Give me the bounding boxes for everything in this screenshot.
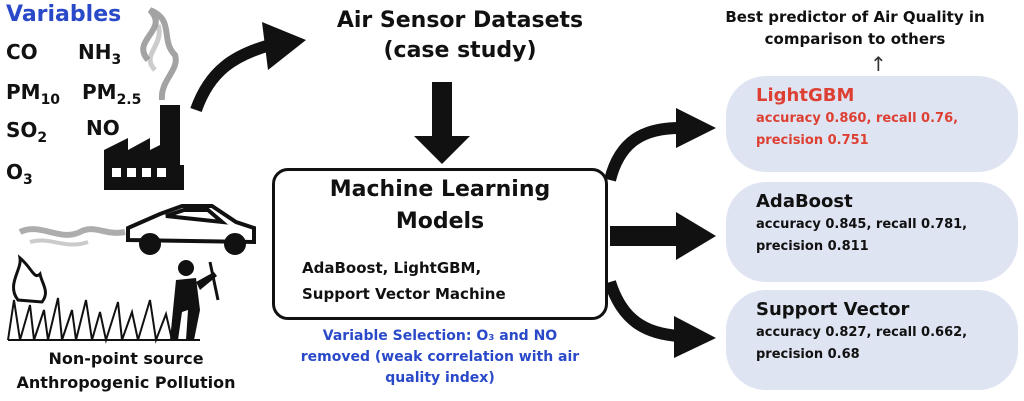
var-so2: SO2 <box>6 118 47 146</box>
best-line1: Best predictor of Air Quality in <box>725 8 985 26</box>
arrow-icon <box>604 122 681 182</box>
var-o3: O3 <box>6 160 33 188</box>
up-arrow-icon: ↑ <box>870 52 887 76</box>
farmer-icon <box>170 260 220 340</box>
ml-models-line1: AdaBoost, LightGBM, <box>302 259 482 277</box>
var-o3-base: O <box>6 160 24 184</box>
result-metrics-line1: accuracy 0.845, recall 0.781, <box>756 217 968 232</box>
var-nh3-sub: 3 <box>111 52 122 68</box>
vs-line2: removed (weak correlation with air <box>300 349 580 365</box>
best-predictor-caption: Best predictor of Air Quality in compari… <box>690 6 1020 50</box>
var-co: CO <box>6 40 38 64</box>
datasets-title: Air Sensor Datasets (case study) <box>260 6 660 66</box>
var-pm25-sub: 2.5 <box>116 92 142 108</box>
result-metrics-line1: accuracy 0.860, recall 0.76, <box>756 111 959 126</box>
best-line2: comparison to others <box>764 30 946 48</box>
vs-line1: Variable Selection: O₃ and NO <box>322 328 558 344</box>
arrow-icon <box>676 108 716 148</box>
var-nh3-base: NH <box>78 40 112 64</box>
var-so2-sub: 2 <box>37 130 48 146</box>
ml-title: Machine Learning Models <box>272 174 608 238</box>
arrow-icon <box>610 226 678 246</box>
non-point-caption: Non-point source Anthropogenic Pollution <box>0 347 252 395</box>
nps-line1: Non-point source <box>48 349 204 368</box>
result-metrics-line2: precision 0.68 <box>756 347 860 362</box>
var-pm25: PM2.5 <box>82 80 141 108</box>
result-name: LightGBM <box>756 85 855 106</box>
datasets-line2: (case study) <box>383 38 537 63</box>
smoke-icon <box>140 7 179 101</box>
arrow-icon <box>414 136 470 164</box>
result-metrics-line2: precision 0.751 <box>756 133 869 148</box>
variables-title: Variables <box>6 2 122 27</box>
car-icon <box>126 204 256 255</box>
ml-title-line2: Models <box>395 209 485 234</box>
result-name: AdaBoost <box>756 191 853 212</box>
var-nh3: NH3 <box>78 40 121 68</box>
var-no: NO <box>86 116 120 140</box>
arrow-icon <box>190 39 272 113</box>
vs-line3: quality index) <box>385 370 495 386</box>
var-pm10-base: PM <box>6 80 41 104</box>
result-support-vector: Support Vector accuracy 0.827, recall 0.… <box>726 290 1018 390</box>
exhaust-smoke-icon <box>18 226 126 247</box>
var-so2-base: SO <box>6 118 38 142</box>
datasets-line1: Air Sensor Datasets <box>336 8 584 33</box>
grass-icon <box>7 297 200 344</box>
factory-icon <box>104 7 184 190</box>
ml-models-line2: Support Vector Machine <box>302 285 506 303</box>
var-pm10-sub: 10 <box>40 92 61 108</box>
arrow-icon <box>676 212 716 260</box>
var-pm25-base: PM <box>82 80 117 104</box>
arrow-icon <box>604 280 681 342</box>
arrow-icon <box>674 316 716 358</box>
ml-title-line1: Machine Learning <box>329 177 551 202</box>
fire-icon <box>12 254 47 304</box>
variable-selection-note: Variable Selection: O₃ and NO removed (w… <box>272 326 608 389</box>
nps-line2: Anthropogenic Pollution <box>16 373 236 392</box>
var-pm10: PM10 <box>6 80 60 108</box>
arrow-icon <box>432 82 452 140</box>
ml-model-list: AdaBoost, LightGBM, Support Vector Machi… <box>302 255 506 307</box>
arrow-icon <box>262 22 306 70</box>
result-metrics-line1: accuracy 0.827, recall 0.662, <box>756 325 968 340</box>
result-lightgbm: LightGBM accuracy 0.860, recall 0.76, pr… <box>726 76 1018 172</box>
result-name: Support Vector <box>756 299 910 320</box>
ml-models-box <box>272 168 608 320</box>
var-o3-sub: 3 <box>23 172 33 188</box>
result-metrics-line2: precision 0.811 <box>756 239 869 254</box>
result-adaboost: AdaBoost accuracy 0.845, recall 0.781, p… <box>726 182 1018 282</box>
